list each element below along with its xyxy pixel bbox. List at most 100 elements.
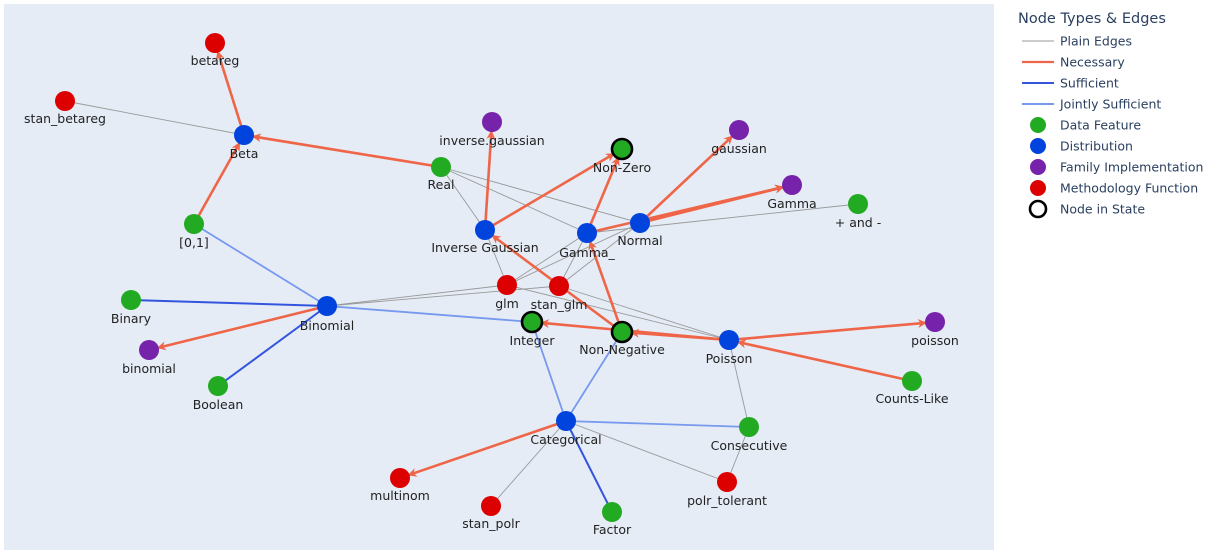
node-marker-nonneg[interactable] bbox=[610, 320, 634, 344]
node-stan_glm[interactable]: stan_glm bbox=[531, 276, 588, 312]
node-marker-binary[interactable] bbox=[121, 290, 141, 310]
legend-item-1[interactable]: Necessary bbox=[1022, 55, 1125, 70]
node-marker-betareg[interactable] bbox=[205, 33, 225, 53]
node-binary[interactable]: Binary bbox=[111, 290, 152, 326]
node-marker-categorical[interactable] bbox=[556, 411, 576, 431]
node-marker-counts[interactable] bbox=[902, 371, 922, 391]
node-marker-multinom[interactable] bbox=[390, 468, 410, 488]
node-stan_polr[interactable]: stan_polr bbox=[462, 496, 521, 531]
node-marker-normal[interactable] bbox=[630, 213, 650, 233]
legend-label-3: Jointly Sufficient bbox=[1059, 97, 1161, 112]
node-marker-beta[interactable] bbox=[234, 125, 254, 145]
edge-jointly-nonneg-categorical bbox=[565, 331, 623, 422]
node-marker-stan_polr[interactable] bbox=[481, 496, 501, 516]
edge-necessary-gamma-gamma_f bbox=[586, 184, 785, 235]
edge-sufficient-boolean-binomial bbox=[217, 305, 328, 387]
node-poisson_f[interactable]: poisson bbox=[911, 312, 959, 348]
node-label-stan_betareg: stan_betareg bbox=[24, 111, 106, 126]
node-marker-gaussian[interactable] bbox=[729, 120, 749, 140]
legend-item-4[interactable]: Data Feature bbox=[1030, 117, 1141, 133]
legend-item-2[interactable]: Sufficient bbox=[1022, 76, 1119, 91]
node-label-integer: Integer bbox=[510, 333, 556, 348]
edge-sufficient-factor-categorical bbox=[565, 420, 613, 513]
edge-jointly-consecutive-categorical bbox=[565, 420, 750, 428]
node-label-plusminus: + and - bbox=[835, 215, 881, 230]
node-integer[interactable]: Integer bbox=[510, 310, 556, 348]
legend: Node Types & Edges Plain EdgesNecessaryS… bbox=[1018, 11, 1203, 219]
legend-item-6[interactable]: Family Implementation bbox=[1030, 159, 1203, 175]
edge-plain-real-gamma bbox=[440, 166, 588, 234]
node-label-stan_glm: stan_glm bbox=[531, 297, 588, 312]
node-marker-boolean[interactable] bbox=[208, 376, 228, 396]
node-label-unit: [0,1] bbox=[179, 235, 209, 250]
legend-item-0[interactable]: Plain Edges bbox=[1022, 34, 1132, 49]
node-gaussian[interactable]: gaussian bbox=[711, 120, 767, 156]
node-marker-integer[interactable] bbox=[520, 310, 544, 334]
legend-item-3[interactable]: Jointly Sufficient bbox=[1022, 97, 1161, 112]
node-marker-stan_glm[interactable] bbox=[549, 276, 569, 296]
node-marker-poisson[interactable] bbox=[719, 330, 739, 350]
node-poisson[interactable]: Poisson bbox=[706, 330, 753, 366]
node-marker-plusminus[interactable] bbox=[848, 194, 868, 214]
node-normal[interactable]: Normal bbox=[617, 213, 663, 248]
legend-item-7[interactable]: Methodology Function bbox=[1030, 180, 1198, 196]
node-polr_tol[interactable]: polr_tolerant bbox=[687, 472, 767, 508]
node-marker-invgauss_f[interactable] bbox=[482, 112, 502, 132]
node-boolean[interactable]: Boolean bbox=[193, 376, 244, 412]
node-marker-gamma[interactable] bbox=[577, 223, 597, 243]
node-marker-factor[interactable] bbox=[602, 502, 622, 522]
node-unit[interactable]: [0,1] bbox=[179, 214, 209, 250]
edge-jointly-integer-binomial bbox=[326, 305, 533, 323]
node-label-counts: Counts-Like bbox=[875, 391, 948, 406]
legend-item-8[interactable]: Node in State bbox=[1028, 199, 1145, 219]
node-invgauss_f[interactable]: inverse.gaussian bbox=[439, 112, 545, 148]
node-binomial[interactable]: Binomial bbox=[300, 296, 354, 333]
legend-label-4: Data Feature bbox=[1060, 118, 1141, 133]
edge-plain-real-normal bbox=[440, 166, 641, 224]
node-categorical[interactable]: Categorical bbox=[530, 411, 602, 447]
node-gamma_f[interactable]: Gamma bbox=[767, 175, 817, 211]
edge-plain-stan_glm-poisson bbox=[558, 285, 730, 341]
node-marker-nonzero[interactable] bbox=[610, 137, 634, 161]
node-consecutive[interactable]: Consecutive bbox=[711, 417, 788, 453]
edge-necessary-beta-betareg bbox=[215, 50, 246, 136]
node-marker-polr_tol[interactable] bbox=[717, 472, 737, 492]
node-label-factor: Factor bbox=[593, 522, 632, 537]
node-nonneg[interactable]: Non-Negative bbox=[579, 320, 665, 357]
node-marker-binomial[interactable] bbox=[317, 296, 337, 316]
node-marker-real[interactable] bbox=[431, 157, 451, 177]
node-counts[interactable]: Counts-Like bbox=[875, 371, 949, 406]
node-factor[interactable]: Factor bbox=[593, 502, 632, 537]
node-marker-invgauss[interactable] bbox=[475, 220, 495, 240]
edge-plain-real-invgauss bbox=[440, 166, 486, 231]
edge-plain-poisson-consecutive bbox=[728, 339, 750, 428]
node-label-gamma_f: Gamma bbox=[767, 196, 816, 211]
node-binomial_f[interactable]: binomial bbox=[122, 340, 176, 376]
node-marker-glm[interactable] bbox=[497, 275, 517, 295]
edge-necessary-invgauss-invgauss_f bbox=[483, 130, 496, 231]
edge-plain-glm-binomial bbox=[326, 284, 508, 307]
node-stan_betareg[interactable]: stan_betareg bbox=[24, 91, 106, 126]
node-betareg[interactable]: betareg bbox=[191, 33, 240, 68]
node-plusminus[interactable]: + and - bbox=[835, 194, 881, 230]
edge-sufficient-binary-binomial bbox=[130, 299, 328, 307]
node-glm[interactable]: glm bbox=[495, 275, 519, 311]
node-marker-stan_betareg[interactable] bbox=[55, 91, 75, 111]
node-marker-binomial_f[interactable] bbox=[139, 340, 159, 360]
node-real[interactable]: Real bbox=[428, 157, 455, 192]
node-marker-poisson_f[interactable] bbox=[925, 312, 945, 332]
node-marker-consecutive[interactable] bbox=[739, 417, 759, 437]
node-multinom[interactable]: multinom bbox=[370, 468, 430, 503]
node-beta[interactable]: Beta bbox=[230, 125, 259, 161]
legend-item-5[interactable]: Distribution bbox=[1030, 138, 1133, 154]
node-invgauss[interactable]: Inverse Gaussian bbox=[431, 220, 539, 255]
node-gamma[interactable]: Gamma_ bbox=[559, 223, 616, 260]
node-marker-gamma_f[interactable] bbox=[782, 175, 802, 195]
node-label-nonneg: Non-Negative bbox=[579, 342, 665, 357]
node-nonzero[interactable]: Non-Zero bbox=[593, 137, 651, 175]
node-marker-unit[interactable] bbox=[184, 214, 204, 234]
node-label-glm: glm bbox=[495, 296, 519, 311]
node-label-categorical: Categorical bbox=[530, 432, 601, 447]
